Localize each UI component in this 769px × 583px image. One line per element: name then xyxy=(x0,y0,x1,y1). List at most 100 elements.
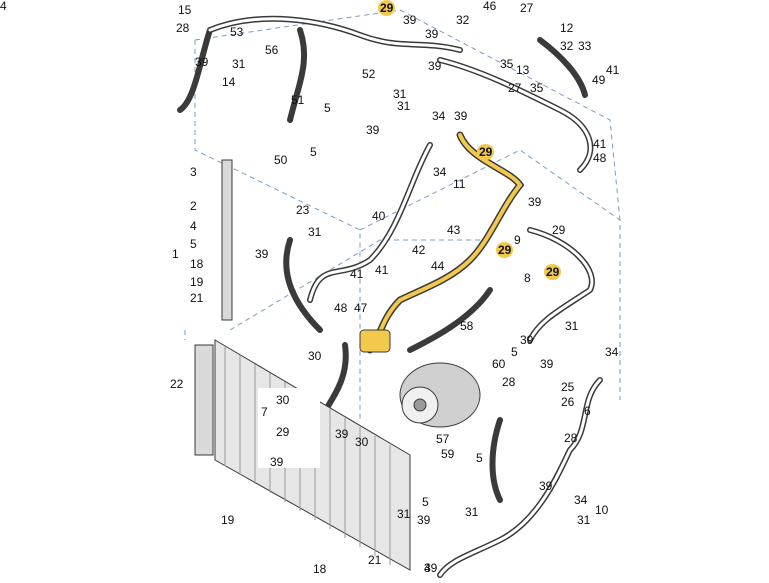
callout-5: 5 xyxy=(310,145,317,159)
callout-49: 49 xyxy=(592,73,606,87)
hoses-inner xyxy=(208,17,602,577)
callout-31: 31 xyxy=(397,99,411,113)
callout-29: 29 xyxy=(477,144,495,160)
callout-26: 26 xyxy=(561,395,575,409)
dashed-frames xyxy=(184,9,621,420)
highlighted-hose-fill xyxy=(368,133,523,352)
highlighted-fitting xyxy=(359,329,391,353)
callout-5: 5 xyxy=(511,345,518,359)
callout-57: 57 xyxy=(436,432,450,446)
callout-43: 43 xyxy=(447,223,461,237)
callout-11: 11 xyxy=(453,177,466,191)
callout-39: 39 xyxy=(366,123,380,137)
callout-22: 22 xyxy=(170,377,184,391)
callout-7: 7 xyxy=(261,405,268,419)
compressor xyxy=(399,362,481,428)
callout-39: 39 xyxy=(454,109,468,123)
callout-27: 27 xyxy=(508,81,522,95)
callout-32: 32 xyxy=(456,13,470,27)
callout-21: 21 xyxy=(368,553,382,567)
callout-39: 39 xyxy=(528,195,542,209)
callout-19: 19 xyxy=(190,275,204,289)
callout-28: 28 xyxy=(564,431,578,445)
callout-30: 30 xyxy=(308,349,322,363)
callout-18: 18 xyxy=(190,257,204,271)
callout-39: 39 xyxy=(424,561,438,575)
callout-8: 8 xyxy=(524,271,531,285)
callout-15: 15 xyxy=(178,3,192,17)
callout-39: 39 xyxy=(403,13,417,27)
callout-13: 13 xyxy=(516,63,530,77)
callout-10: 10 xyxy=(595,503,609,517)
callout-41: 41 xyxy=(593,137,607,151)
callout-1: 1 xyxy=(172,247,179,261)
callout-39: 39 xyxy=(335,427,349,441)
callout-41: 41 xyxy=(350,267,364,281)
callout-39: 39 xyxy=(520,333,534,347)
callout-31: 31 xyxy=(393,87,407,101)
callout-28: 28 xyxy=(502,375,516,389)
callout-46: 46 xyxy=(483,0,497,13)
callout-31: 31 xyxy=(565,319,579,333)
callout-35: 35 xyxy=(500,57,514,71)
callout-31: 31 xyxy=(465,505,479,519)
callout-32: 32 xyxy=(560,39,574,53)
callout-59: 59 xyxy=(441,447,455,461)
callout-39: 39 xyxy=(428,59,442,73)
callout-39: 39 xyxy=(255,247,269,261)
callout-33: 33 xyxy=(578,39,592,53)
callout-41: 41 xyxy=(606,63,620,77)
callout-42: 42 xyxy=(412,243,426,257)
callout-39: 39 xyxy=(540,357,554,371)
callout-53: 53 xyxy=(230,25,244,39)
callout-5: 5 xyxy=(422,495,429,509)
callout-5: 5 xyxy=(476,451,483,465)
callout-44: 44 xyxy=(431,259,445,273)
callout-47: 47 xyxy=(354,301,368,315)
callout-40: 40 xyxy=(372,209,386,223)
callout-58: 58 xyxy=(460,319,474,333)
callout-60: 60 xyxy=(492,357,506,371)
drier-rod xyxy=(221,159,233,321)
callout-29: 29 xyxy=(496,242,514,258)
callout-31: 31 xyxy=(308,225,322,239)
callout-23: 23 xyxy=(296,203,310,217)
callout-5: 5 xyxy=(324,101,331,115)
callout-51: 51 xyxy=(291,93,305,107)
callout-35: 35 xyxy=(530,81,544,95)
detail-box xyxy=(258,388,320,468)
callout-39: 39 xyxy=(539,479,553,493)
callout-30: 30 xyxy=(355,435,369,449)
callout-21: 21 xyxy=(190,291,204,305)
callout-29: 29 xyxy=(552,223,566,237)
callout-56: 56 xyxy=(265,43,279,57)
callout-34: 34 xyxy=(605,345,619,359)
callout-29: 29 xyxy=(276,425,290,439)
callout-29: 29 xyxy=(544,264,562,280)
callout-34: 34 xyxy=(433,165,447,179)
callout-5: 5 xyxy=(190,237,197,251)
callout-4: 4 xyxy=(190,219,197,233)
callout-9: 9 xyxy=(514,233,521,247)
callout-3: 3 xyxy=(190,165,197,179)
callout-6: 6 xyxy=(584,404,591,418)
callout-30: 30 xyxy=(276,393,290,407)
callout-39: 39 xyxy=(425,27,439,41)
callout-25: 25 xyxy=(561,380,575,394)
callout-31: 31 xyxy=(232,57,246,71)
callout-18: 18 xyxy=(313,562,327,576)
callout-52: 52 xyxy=(362,67,376,81)
callout-12: 12 xyxy=(560,21,574,35)
callout-34: 34 xyxy=(574,493,588,507)
callout-4: 4 xyxy=(0,0,7,13)
callout-41: 41 xyxy=(375,263,389,277)
callout-39: 39 xyxy=(195,55,209,69)
callout-14: 14 xyxy=(222,75,236,89)
callout-2: 2 xyxy=(190,199,197,213)
callout-19: 19 xyxy=(221,513,235,527)
callout-4: 4 xyxy=(424,561,431,575)
callout-29: 29 xyxy=(378,0,396,16)
callout-39: 39 xyxy=(417,513,431,527)
